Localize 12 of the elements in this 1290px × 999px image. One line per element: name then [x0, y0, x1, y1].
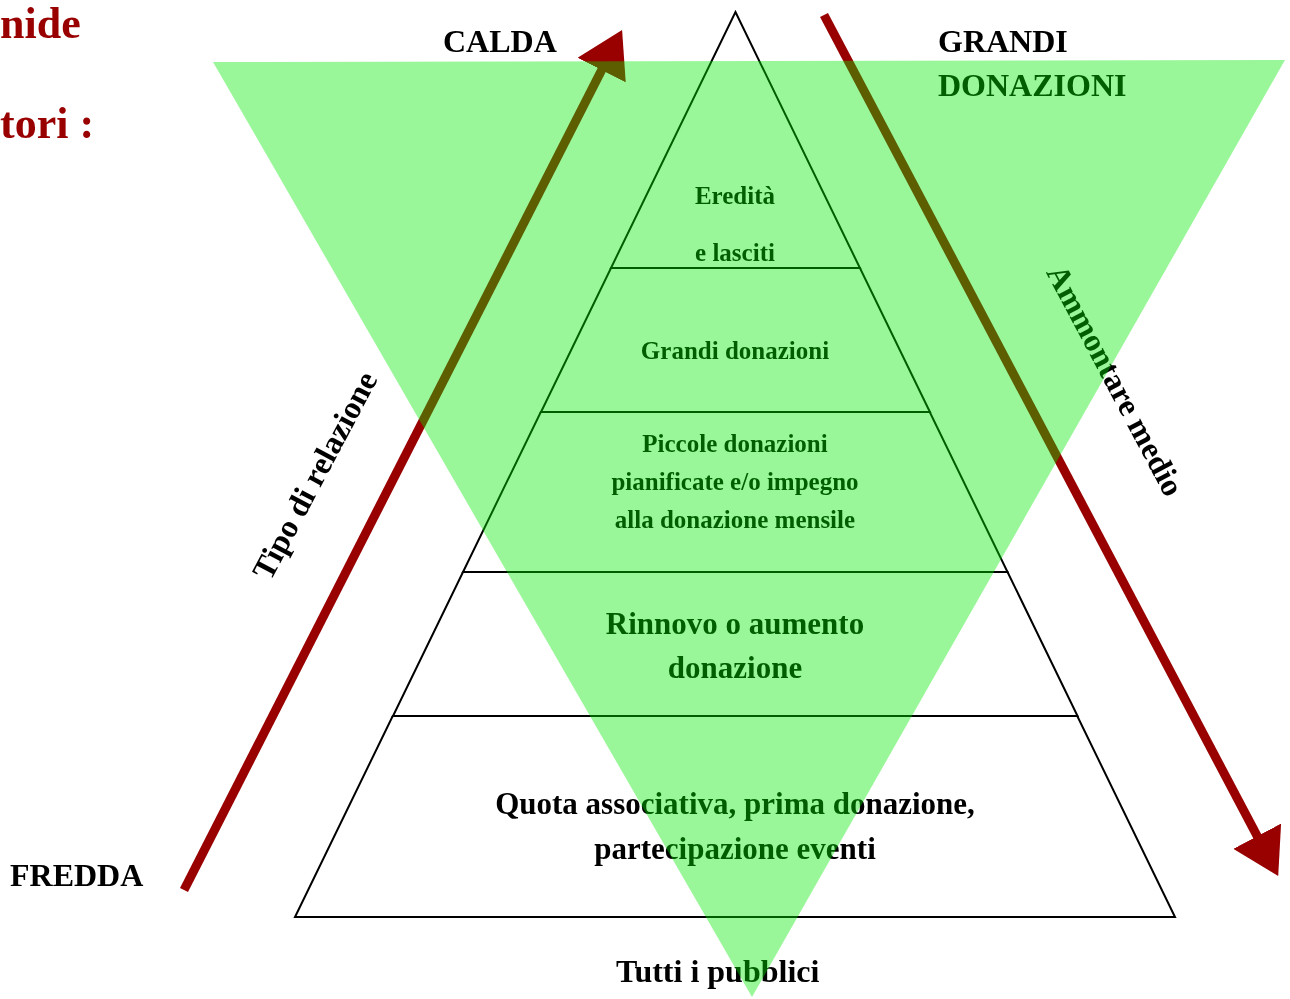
- layer-label: Rinnovo o aumento donazione: [604, 605, 866, 687]
- layer-label: Eredità e lasciti: [693, 181, 777, 268]
- layer-label: Piccole donazioni pianificate e/o impegno alla donazione mensile: [610, 429, 860, 535]
- heading-text: tori :: [0, 100, 95, 149]
- axis-label: Tutti i pubblici: [616, 954, 820, 990]
- heading-text: nide: [0, 0, 81, 49]
- layer-label: Grandi donazioni: [639, 336, 831, 366]
- axis-label: FREDDA: [10, 858, 144, 894]
- axis-label: GRANDI: [938, 24, 1068, 60]
- axis-label: CALDA: [443, 24, 557, 60]
- axis-label: DONAZIONI: [938, 68, 1127, 104]
- layer-label: Quota associativa, prima donazione, partecipazione eventi: [494, 785, 976, 868]
